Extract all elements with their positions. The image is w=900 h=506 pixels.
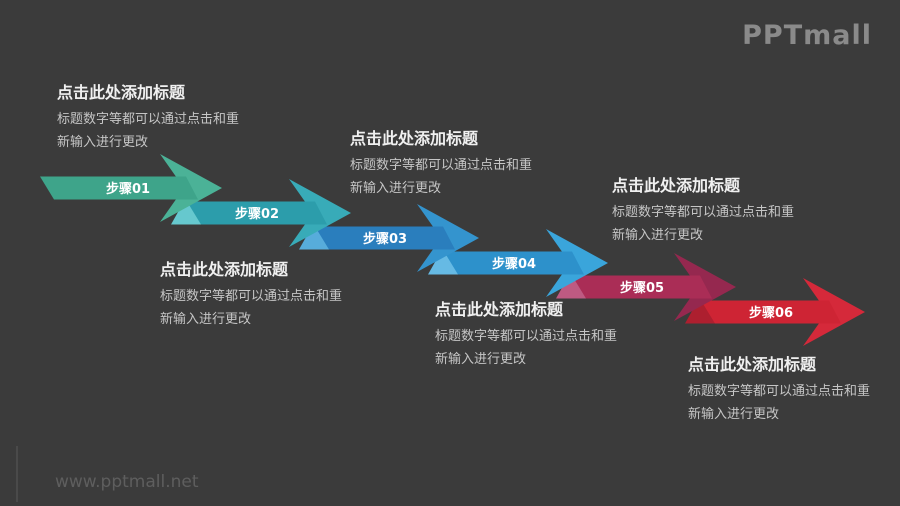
arrow-tail-fold	[428, 246, 462, 275]
step-arrow-2	[171, 179, 351, 247]
step-label: 步骤02	[235, 206, 279, 222]
step-body-line2: 新输入进行更改	[350, 181, 442, 196]
step-label: 步骤01	[106, 181, 150, 197]
step-text-block: 点击此处添加标题 标题数字等都可以通过点击和重 新输入进行更改	[435, 300, 617, 371]
step-title: 点击此处添加标题	[350, 129, 479, 148]
step-label: 步骤05	[620, 280, 664, 296]
arrow-shaft	[572, 275, 712, 299]
step-arrow-1	[40, 154, 222, 222]
arrow-shaft	[315, 226, 455, 250]
step-body-line1: 标题数字等都可以通过点击和重	[612, 205, 795, 220]
step-label: 步骤06	[749, 305, 793, 321]
step-title: 点击此处添加标题	[57, 83, 186, 102]
step-text-block: 点击此处添加标题 标题数字等都可以通过点击和重 新输入进行更改	[57, 83, 239, 154]
step-title: 点击此处添加标题	[435, 300, 564, 319]
arrow-tail-fold	[556, 270, 590, 299]
step-body-line2: 新输入进行更改	[688, 407, 780, 422]
arrow-tail-fold	[299, 221, 333, 250]
step-body-line1: 标题数字等都可以通过点击和重	[160, 289, 343, 304]
arrow-tail-fold	[685, 295, 719, 324]
step-arrow-6	[685, 278, 865, 346]
arrow-shaft	[40, 176, 198, 200]
pptmall-logo: PPTmall	[742, 20, 872, 51]
step-label: 步骤04	[492, 256, 536, 272]
step-text-block: 点击此处添加标题 标题数字等都可以通过点击和重 新输入进行更改	[688, 355, 870, 426]
step-title: 点击此处添加标题	[612, 176, 741, 195]
step-text-block: 点击此处添加标题 标题数字等都可以通过点击和重 新输入进行更改	[612, 176, 794, 247]
step-text-block: 点击此处添加标题 标题数字等都可以通过点击和重 新输入进行更改	[160, 260, 342, 331]
arrow-shaft	[444, 251, 584, 275]
step-body-line1: 标题数字等都可以通过点击和重	[57, 112, 240, 127]
step-arrow-5	[556, 253, 736, 321]
step-text-block: 点击此处添加标题 标题数字等都可以通过点击和重 新输入进行更改	[350, 129, 532, 200]
step-body-line1: 标题数字等都可以通过点击和重	[688, 384, 871, 399]
arrow-shaft	[187, 201, 327, 225]
step-body-line1: 标题数字等都可以通过点击和重	[350, 158, 533, 173]
watermark: www.pptmall.net	[55, 472, 199, 492]
corner-accent-line	[16, 446, 18, 502]
step-body-line1: 标题数字等都可以通过点击和重	[435, 329, 618, 344]
step-arrow-3	[299, 204, 479, 272]
step-body-line2: 新输入进行更改	[57, 135, 149, 150]
step-body-line2: 新输入进行更改	[435, 352, 527, 367]
step-title: 点击此处添加标题	[688, 355, 817, 374]
step-label: 步骤03	[363, 231, 407, 247]
step-title: 点击此处添加标题	[160, 260, 289, 279]
step-body-line2: 新输入进行更改	[612, 228, 704, 243]
arrow-shaft	[701, 300, 841, 324]
step-body-line2: 新输入进行更改	[160, 312, 252, 327]
step-arrow-4	[428, 229, 608, 297]
arrow-tail-fold	[171, 196, 205, 225]
